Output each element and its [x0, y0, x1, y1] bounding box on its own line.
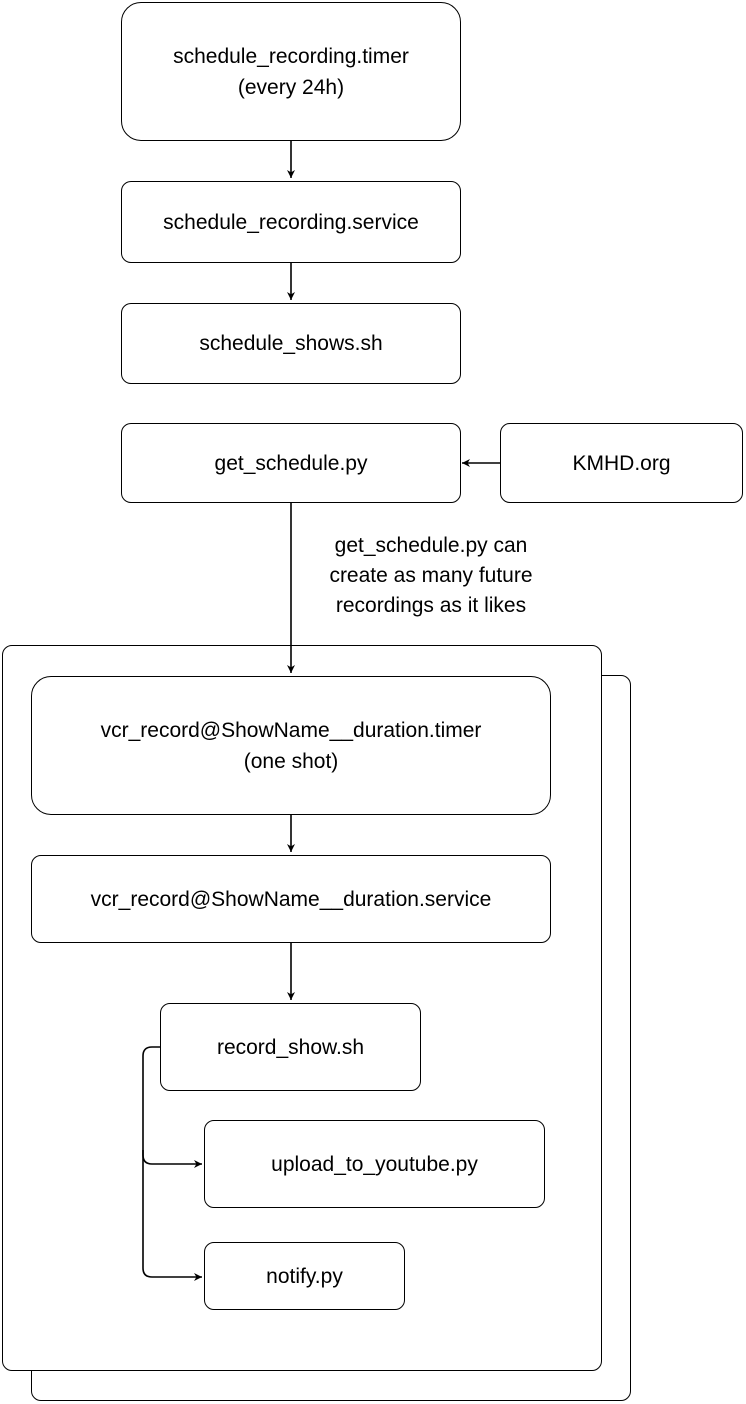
annotation-line-1: get_schedule.py can: [334, 534, 528, 557]
schedule-shows-label: schedule_shows.sh: [199, 332, 383, 355]
schedule-shows-node: schedule_shows.sh: [121, 303, 461, 384]
notify-node: notify.py: [204, 1242, 405, 1310]
vcr-record-timer-node: vcr_record@ShowName__duration.timer (one…: [31, 676, 551, 815]
kmhd-node: KMHD.org: [500, 423, 743, 503]
notify-label: notify.py: [266, 1264, 343, 1288]
record-show-node: record_show.sh: [160, 1003, 421, 1091]
vcr-record-timer-label: vcr_record@ShowName__duration.timer: [100, 718, 482, 742]
vcr-record-service-node: vcr_record@ShowName__duration.service: [31, 855, 551, 943]
schedule-recording-service-node: schedule_recording.service: [121, 181, 461, 263]
get-schedule-node: get_schedule.py: [121, 423, 461, 503]
schedule-recording-timer-node: schedule_recording.timer (every 24h): [121, 2, 461, 141]
schedule-recording-timer-label: schedule_recording.timer: [173, 44, 409, 68]
arrow-record-show-to-notify: [142, 1150, 202, 1281]
upload-to-youtube-label: upload_to_youtube.py: [271, 1152, 478, 1176]
vcr-record-timer-sublabel: (one shot): [243, 749, 339, 773]
kmhd-label: KMHD.org: [572, 451, 671, 475]
schedule-recording-service-label: schedule_recording.service: [163, 210, 419, 234]
vcr-record-service-label: vcr_record@ShowName__duration.service: [90, 887, 492, 911]
get-schedule-label: get_schedule.py: [214, 451, 368, 475]
upload-to-youtube-node: upload_to_youtube.py: [204, 1120, 545, 1208]
record-show-label: record_show.sh: [216, 1035, 365, 1059]
annotation-line-2: create as many future: [329, 564, 533, 587]
annotation-line-3: recordings as it likes: [335, 594, 527, 617]
annotation-text: get_schedule.py can create as many futur…: [300, 531, 562, 621]
schedule-recording-timer-sublabel: (every 24h): [237, 75, 345, 99]
arrow-record-show-to-upload: [142, 1046, 202, 1168]
